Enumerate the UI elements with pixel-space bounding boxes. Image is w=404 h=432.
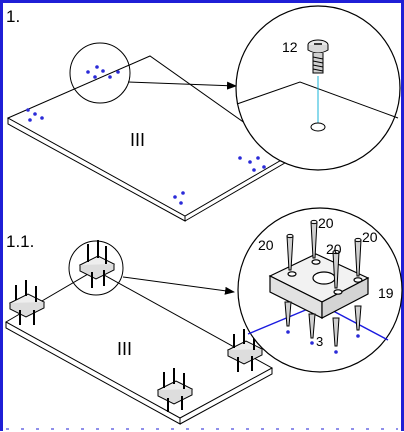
step-1-number: 1.: [6, 7, 20, 26]
step-1-1-block: [268, 253, 370, 319]
dowel-icon: [284, 219, 362, 347]
step-1-1-panel: [4, 269, 274, 425]
step-1-hole-dots: [26, 65, 266, 205]
step-1-1-detail: 20 20 20 20 19 3: [237, 207, 403, 373]
step-1-1-part-label-1: 20: [258, 237, 274, 253]
screw-icon: [307, 39, 329, 74]
step-1-1-axis-label: 3: [316, 334, 323, 349]
step-1-arrow-icon: [127, 81, 237, 90]
step-1-part-label: 12: [282, 39, 298, 55]
step-1-1-part-label-4: 20: [362, 229, 378, 245]
step-1-1-part-label-3: 20: [326, 241, 342, 257]
step-1-1-number: 1.1.: [6, 232, 34, 251]
step-1-1-panel-label: III: [117, 339, 132, 359]
step-1-1-part-label-2: 20: [318, 215, 334, 231]
step-1-detail: 12: [235, 5, 401, 171]
step-1-1-guide-dots: [286, 330, 360, 354]
bracket-block-icon: [8, 240, 264, 412]
step-1-hole: [310, 122, 326, 132]
step-1-1-part-label-5: 19: [378, 285, 394, 301]
step-1-1-arrow-icon: [122, 276, 235, 295]
step-1-panel-label: III: [130, 130, 145, 150]
step-1-zoom-circle: [69, 42, 131, 104]
step-1-1-zoom-circle: [68, 240, 124, 296]
